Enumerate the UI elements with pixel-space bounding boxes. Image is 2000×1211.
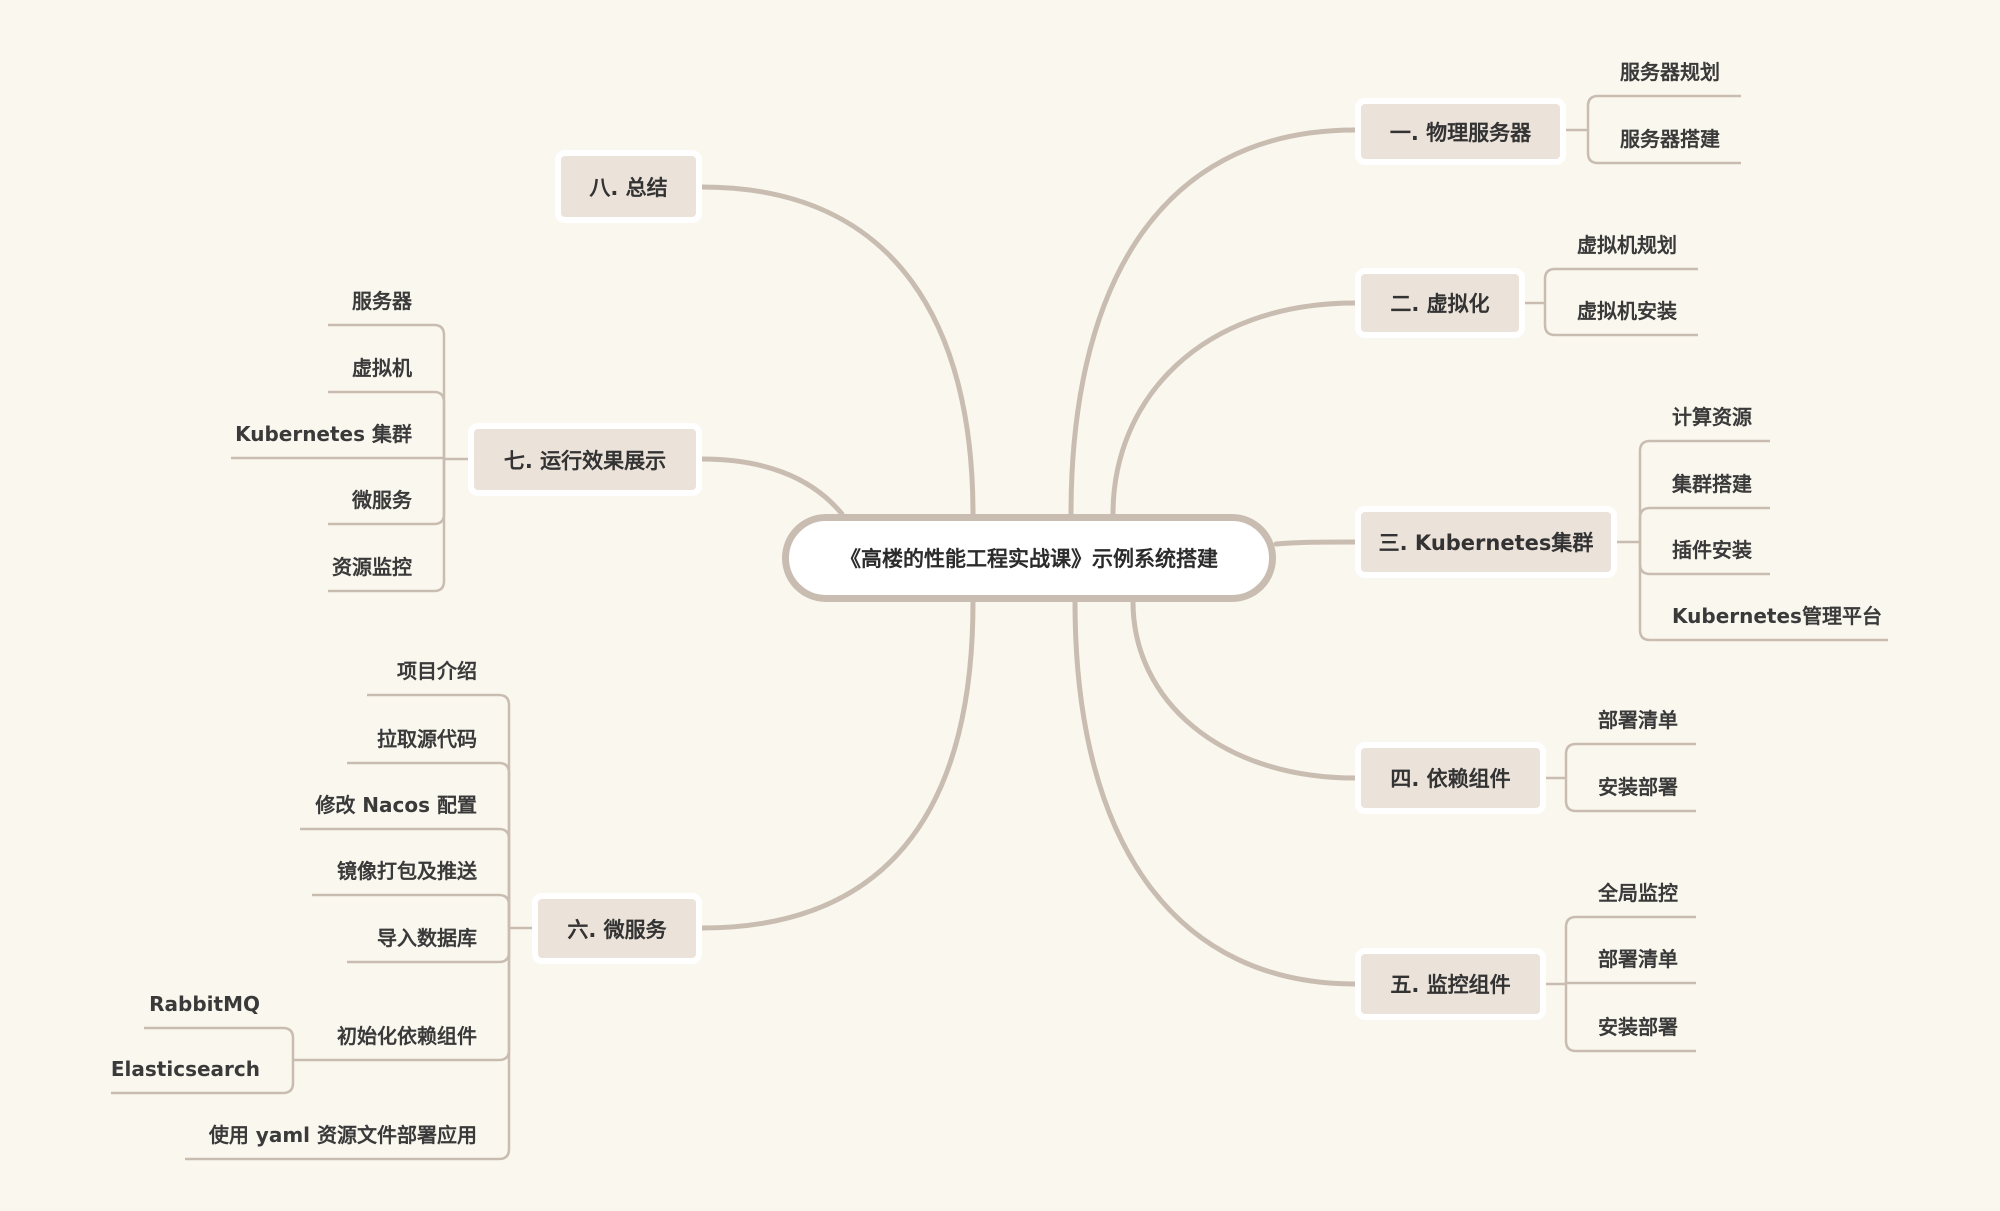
subtopic[interactable]: 集群搭建 xyxy=(1672,472,1752,496)
subtopic[interactable]: 虚拟机规划 xyxy=(1577,233,1677,257)
link-topic-2 xyxy=(1110,300,1358,517)
link-topic-5 xyxy=(1072,599,1358,987)
subtopic-underline xyxy=(1638,439,1770,542)
subtopic-underline xyxy=(1543,267,1698,303)
subtopic[interactable]: 虚拟机安装 xyxy=(1577,299,1677,323)
link-topic-4 xyxy=(1130,599,1358,781)
subtopic[interactable]: Kubernetes管理平台 xyxy=(1672,604,1882,628)
subtopic[interactable]: Kubernetes 集群 xyxy=(235,422,412,446)
subtopic-underline xyxy=(328,323,446,459)
subtopic[interactable]: 使用 yaml 资源文件部署应用 xyxy=(208,1123,477,1147)
subtopic-underline xyxy=(1638,506,1770,542)
subtopic[interactable]: 全局监控 xyxy=(1598,881,1678,905)
subtopic-underline xyxy=(312,893,511,928)
subtopic[interactable]: 虚拟机 xyxy=(352,356,412,380)
topic-run-results[interactable]: 七. 运行效果展示 xyxy=(468,423,702,496)
topic-dependencies[interactable]: 四. 依赖组件 xyxy=(1355,742,1546,814)
link-topic-7 xyxy=(699,456,845,517)
subtopic[interactable]: 镜像打包及推送 xyxy=(337,859,477,883)
topic-virtualization[interactable]: 二. 虚拟化 xyxy=(1355,268,1525,338)
subtopic-underline xyxy=(347,761,511,928)
subtopic-underline xyxy=(144,1026,295,1060)
subtopic[interactable]: 初始化依赖组件 xyxy=(337,1024,477,1048)
subtopic[interactable]: 微服务 xyxy=(352,488,412,512)
subtopic-underline xyxy=(1564,742,1696,778)
subtopic-underline xyxy=(1586,130,1741,165)
subtopic[interactable]: 计算资源 xyxy=(1672,405,1752,429)
subtopic[interactable]: 部署清单 xyxy=(1598,947,1678,971)
topic-monitoring[interactable]: 五. 监控组件 xyxy=(1355,948,1546,1020)
subtopic[interactable]: 服务器 xyxy=(352,289,412,313)
subtopic-underline xyxy=(1564,915,1696,984)
subtopic[interactable]: 部署清单 xyxy=(1598,708,1678,732)
subtopic-underline xyxy=(300,827,511,928)
central-topic[interactable]: 《高楼的性能工程实战课》示例系统搭建 xyxy=(782,514,1276,602)
subtopic-underline xyxy=(231,456,446,460)
subtopic[interactable]: 服务器搭建 xyxy=(1620,127,1720,151)
subtopic[interactable]: 导入数据库 xyxy=(377,926,477,950)
subtopic[interactable]: 安装部署 xyxy=(1598,775,1678,799)
subtopic[interactable]: 拉取源代码 xyxy=(377,727,477,751)
subtopic-underline xyxy=(1564,981,1696,985)
subtopic[interactable]: 服务器规划 xyxy=(1620,60,1720,84)
subtopic-underline xyxy=(328,390,446,459)
link-topic-8 xyxy=(699,184,976,517)
subtopic[interactable]: 安装部署 xyxy=(1598,1015,1678,1039)
subtopic-underline xyxy=(1586,94,1741,130)
subtopic-init-child[interactable]: Elasticsearch xyxy=(110,1057,260,1081)
subtopic-underline xyxy=(185,928,511,1161)
subtopic[interactable]: 修改 Nacos 配置 xyxy=(315,793,477,817)
subtopic-underline xyxy=(111,1060,295,1095)
link-topic-1 xyxy=(1068,127,1358,517)
link-topic-3 xyxy=(1273,539,1358,547)
topic-summary[interactable]: 八. 总结 xyxy=(555,150,702,223)
subtopic[interactable]: 项目介绍 xyxy=(397,659,477,683)
subtopic[interactable]: 资源监控 xyxy=(332,555,412,579)
subtopic-underline xyxy=(1564,984,1696,1053)
subtopic-underline xyxy=(1543,303,1698,337)
subtopic-underline xyxy=(328,459,446,593)
topic-kubernetes-cluster[interactable]: 三. Kubernetes集群 xyxy=(1355,506,1617,578)
subtopic[interactable]: 插件安装 xyxy=(1672,538,1752,562)
topic-microservices[interactable]: 六. 微服务 xyxy=(532,893,702,964)
subtopic-underline xyxy=(1564,778,1696,813)
subtopic-underline xyxy=(1638,542,1888,642)
subtopic-underline xyxy=(367,693,511,928)
topic-physical-servers[interactable]: 一. 物理服务器 xyxy=(1355,98,1566,165)
link-topic-6 xyxy=(699,599,976,931)
subtopic-init-child[interactable]: RabbitMQ xyxy=(149,992,260,1016)
